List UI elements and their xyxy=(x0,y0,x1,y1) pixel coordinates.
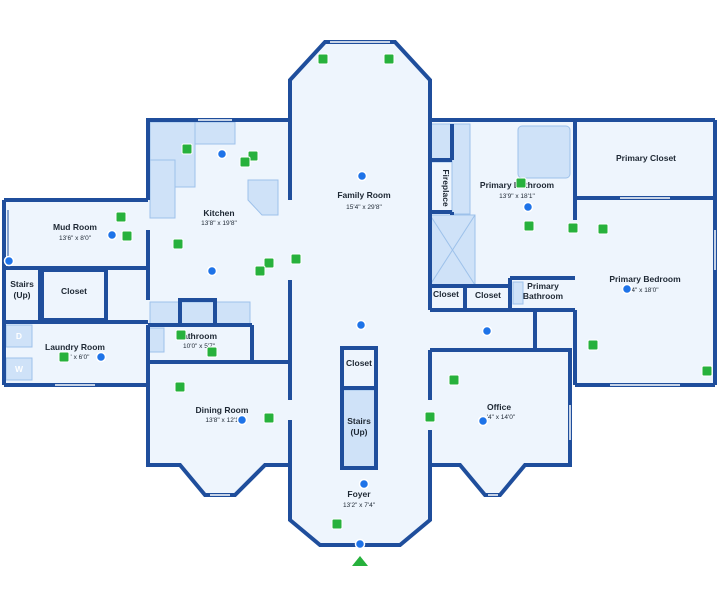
marker-blue[interactable] xyxy=(481,325,493,337)
marker-blue[interactable] xyxy=(358,478,370,490)
dim-kitchen: 13'8" x 19'8" xyxy=(201,220,237,227)
entrance-arrow-icon xyxy=(352,556,368,566)
label-primary-closet: Primary Closet xyxy=(616,153,676,163)
label-primary-bathroom-small-sub: Bathroom xyxy=(523,291,564,301)
marker-green[interactable] xyxy=(515,177,527,189)
marker-green[interactable] xyxy=(263,257,275,269)
label-closet-center: Closet xyxy=(346,358,372,368)
label-primary-bedroom: Primary Bedroom xyxy=(609,274,681,284)
marker-blue[interactable] xyxy=(522,201,534,213)
label-closet-b: Closet xyxy=(475,290,501,300)
dim-primary-bedroom: 4" x 18'0" xyxy=(631,287,659,294)
marker-blue[interactable] xyxy=(3,255,15,267)
label-stairs-center-sub: (Up) xyxy=(351,427,368,437)
marker-green[interactable] xyxy=(181,143,193,155)
marker-green[interactable] xyxy=(115,211,127,223)
marker-green[interactable] xyxy=(331,518,343,530)
label-primary-bathroom-small: Primary xyxy=(527,281,559,291)
marker-blue[interactable] xyxy=(621,283,633,295)
label-stairs-left: Stairs xyxy=(10,279,34,289)
dim-bathroom: 10'0" x 5'7" xyxy=(183,343,216,350)
label-foyer: Foyer xyxy=(347,489,371,499)
marker-blue[interactable] xyxy=(236,414,248,426)
label-dryer: D xyxy=(16,331,22,341)
blue-markers[interactable] xyxy=(3,148,633,550)
marker-blue[interactable] xyxy=(355,319,367,331)
marker-green[interactable] xyxy=(206,346,218,358)
marker-blue[interactable] xyxy=(356,170,368,182)
marker-green[interactable] xyxy=(317,53,329,65)
marker-green[interactable] xyxy=(448,374,460,386)
dim-dining-room: 13'8" x 12'1 xyxy=(205,417,239,424)
label-stairs-left-sub: (Up) xyxy=(14,290,31,300)
marker-green[interactable] xyxy=(523,220,535,232)
marker-blue[interactable] xyxy=(95,351,107,363)
label-closet-a: Closet xyxy=(433,289,459,299)
marker-blue[interactable] xyxy=(477,415,489,427)
marker-green[interactable] xyxy=(424,411,436,423)
marker-green[interactable] xyxy=(58,351,70,363)
dim-office: '4" x 14'0" xyxy=(487,414,516,421)
dim-foyer: 13'2" x 7'4" xyxy=(343,502,376,509)
marker-green[interactable] xyxy=(587,339,599,351)
label-fireplace: Fireplace xyxy=(441,169,451,207)
marker-green[interactable] xyxy=(172,238,184,250)
marker-green[interactable] xyxy=(239,156,251,168)
dim-family-room: 15'4" x 29'8" xyxy=(346,204,382,211)
green-markers[interactable] xyxy=(58,53,713,530)
label-stairs-center: Stairs xyxy=(347,416,371,426)
dim-laundry-room: ' x 6'0" xyxy=(71,354,91,361)
dim-mud-room: 13'6" x 8'0" xyxy=(59,235,92,242)
label-mud-room: Mud Room xyxy=(53,222,97,232)
label-closet-left: Closet xyxy=(61,286,87,296)
marker-green[interactable] xyxy=(597,223,609,235)
label-bathroom: athroom xyxy=(183,331,217,341)
marker-blue[interactable] xyxy=(206,265,218,277)
marker-green[interactable] xyxy=(701,365,713,377)
marker-blue[interactable] xyxy=(354,538,366,550)
dim-primary-bathroom: 13'9" x 18'1" xyxy=(499,193,535,200)
marker-green[interactable] xyxy=(174,381,186,393)
marker-green[interactable] xyxy=(175,329,187,341)
marker-green[interactable] xyxy=(567,222,579,234)
label-kitchen: Kitchen xyxy=(203,208,234,218)
marker-green[interactable] xyxy=(121,230,133,242)
marker-green[interactable] xyxy=(290,253,302,265)
label-family-room: Family Room xyxy=(337,190,391,200)
marker-green[interactable] xyxy=(263,412,275,424)
label-dining-room: Dining Room xyxy=(196,405,249,415)
walls xyxy=(2,40,717,547)
marker-blue[interactable] xyxy=(216,148,228,160)
label-washer: W xyxy=(15,364,24,374)
marker-green[interactable] xyxy=(383,53,395,65)
label-laundry-room: Laundry Room xyxy=(45,342,105,352)
windows xyxy=(55,41,716,496)
marker-green[interactable] xyxy=(254,265,266,277)
marker-blue[interactable] xyxy=(106,229,118,241)
label-office: Office xyxy=(487,402,511,412)
